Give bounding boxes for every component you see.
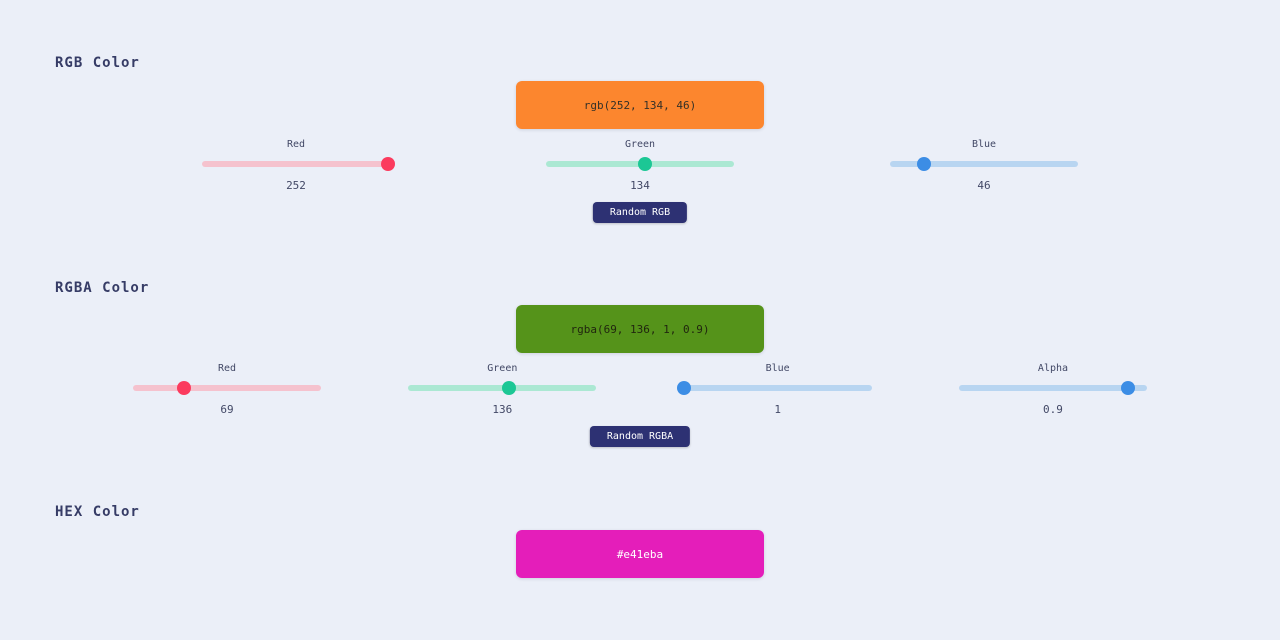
rgba-green-slider-control[interactable] (408, 381, 597, 395)
hex-color-swatch: #e41eba (516, 530, 764, 578)
hex-swatch-label: #e41eba (616, 547, 664, 561)
slider-label: Red (286, 139, 306, 150)
rgb-red-slider: Red 252 (202, 139, 395, 192)
rgba-blue-slider-control[interactable] (677, 381, 872, 395)
slider-label: Red (217, 363, 237, 374)
slider-thumb[interactable] (637, 157, 652, 171)
rgb-color-swatch: rgb(252, 134, 46) (516, 81, 764, 129)
rgb-green-slider: Green 134 (546, 139, 734, 192)
rgb-red-slider-control[interactable] (202, 157, 395, 171)
slider-thumb[interactable] (501, 381, 516, 395)
slider-label: Green (624, 139, 656, 150)
slider-label: Blue (765, 363, 790, 374)
slider-value: 136 (492, 403, 513, 416)
slider-value: 134 (630, 179, 650, 192)
rgb-section-title: RGB Color (55, 55, 140, 71)
slider-thumb[interactable] (380, 157, 395, 171)
rgb-slider-row: Red 252 Green 134 Blue 46 (202, 139, 1078, 192)
hex-section-title: HEX Color (55, 504, 140, 520)
rgba-swatch-label: rgba(69, 136, 1, 0.9) (570, 322, 710, 336)
rgba-red-slider: Red 69 (133, 363, 321, 416)
rgba-section-title: RGBA Color (55, 280, 150, 296)
slider-track[interactable] (958, 385, 1147, 391)
slider-label: Alpha (1037, 363, 1069, 374)
rgba-blue-slider: Blue 1 (677, 363, 872, 416)
rgba-alpha-slider: Alpha 0.9 (958, 363, 1147, 416)
random-rgba-button[interactable]: Random RGBA (589, 426, 691, 447)
slider-value: 0.9 (1043, 403, 1063, 416)
slider-track[interactable] (890, 161, 1078, 167)
rgb-green-slider-control[interactable] (546, 157, 734, 171)
rgba-alpha-slider-control[interactable] (958, 381, 1147, 395)
rgba-slider-row: Red 69 Green 136 Blue 1 Alpha (133, 363, 1147, 416)
rgb-blue-slider: Blue 46 (890, 139, 1078, 192)
rgba-color-swatch: rgba(69, 136, 1, 0.9) (516, 305, 764, 353)
slider-track[interactable] (133, 385, 321, 391)
slider-track[interactable] (683, 385, 872, 391)
rgba-green-slider: Green 136 (408, 363, 597, 416)
slider-value: 1 (774, 403, 781, 416)
rgb-blue-slider-control[interactable] (890, 157, 1078, 171)
slider-thumb[interactable] (176, 381, 191, 395)
slider-track[interactable] (202, 161, 390, 167)
slider-thumb[interactable] (916, 157, 931, 171)
rgb-swatch-label: rgb(252, 134, 46) (583, 98, 697, 112)
slider-label: Green (487, 363, 518, 374)
slider-value: 46 (977, 179, 991, 192)
slider-thumb[interactable] (1121, 381, 1136, 395)
rgba-red-slider-control[interactable] (133, 381, 321, 395)
slider-value: 69 (220, 403, 234, 416)
slider-label: Blue (971, 139, 997, 150)
slider-value: 252 (286, 179, 306, 192)
slider-thumb[interactable] (677, 381, 692, 395)
random-rgb-button[interactable]: Random RGB (592, 202, 688, 223)
